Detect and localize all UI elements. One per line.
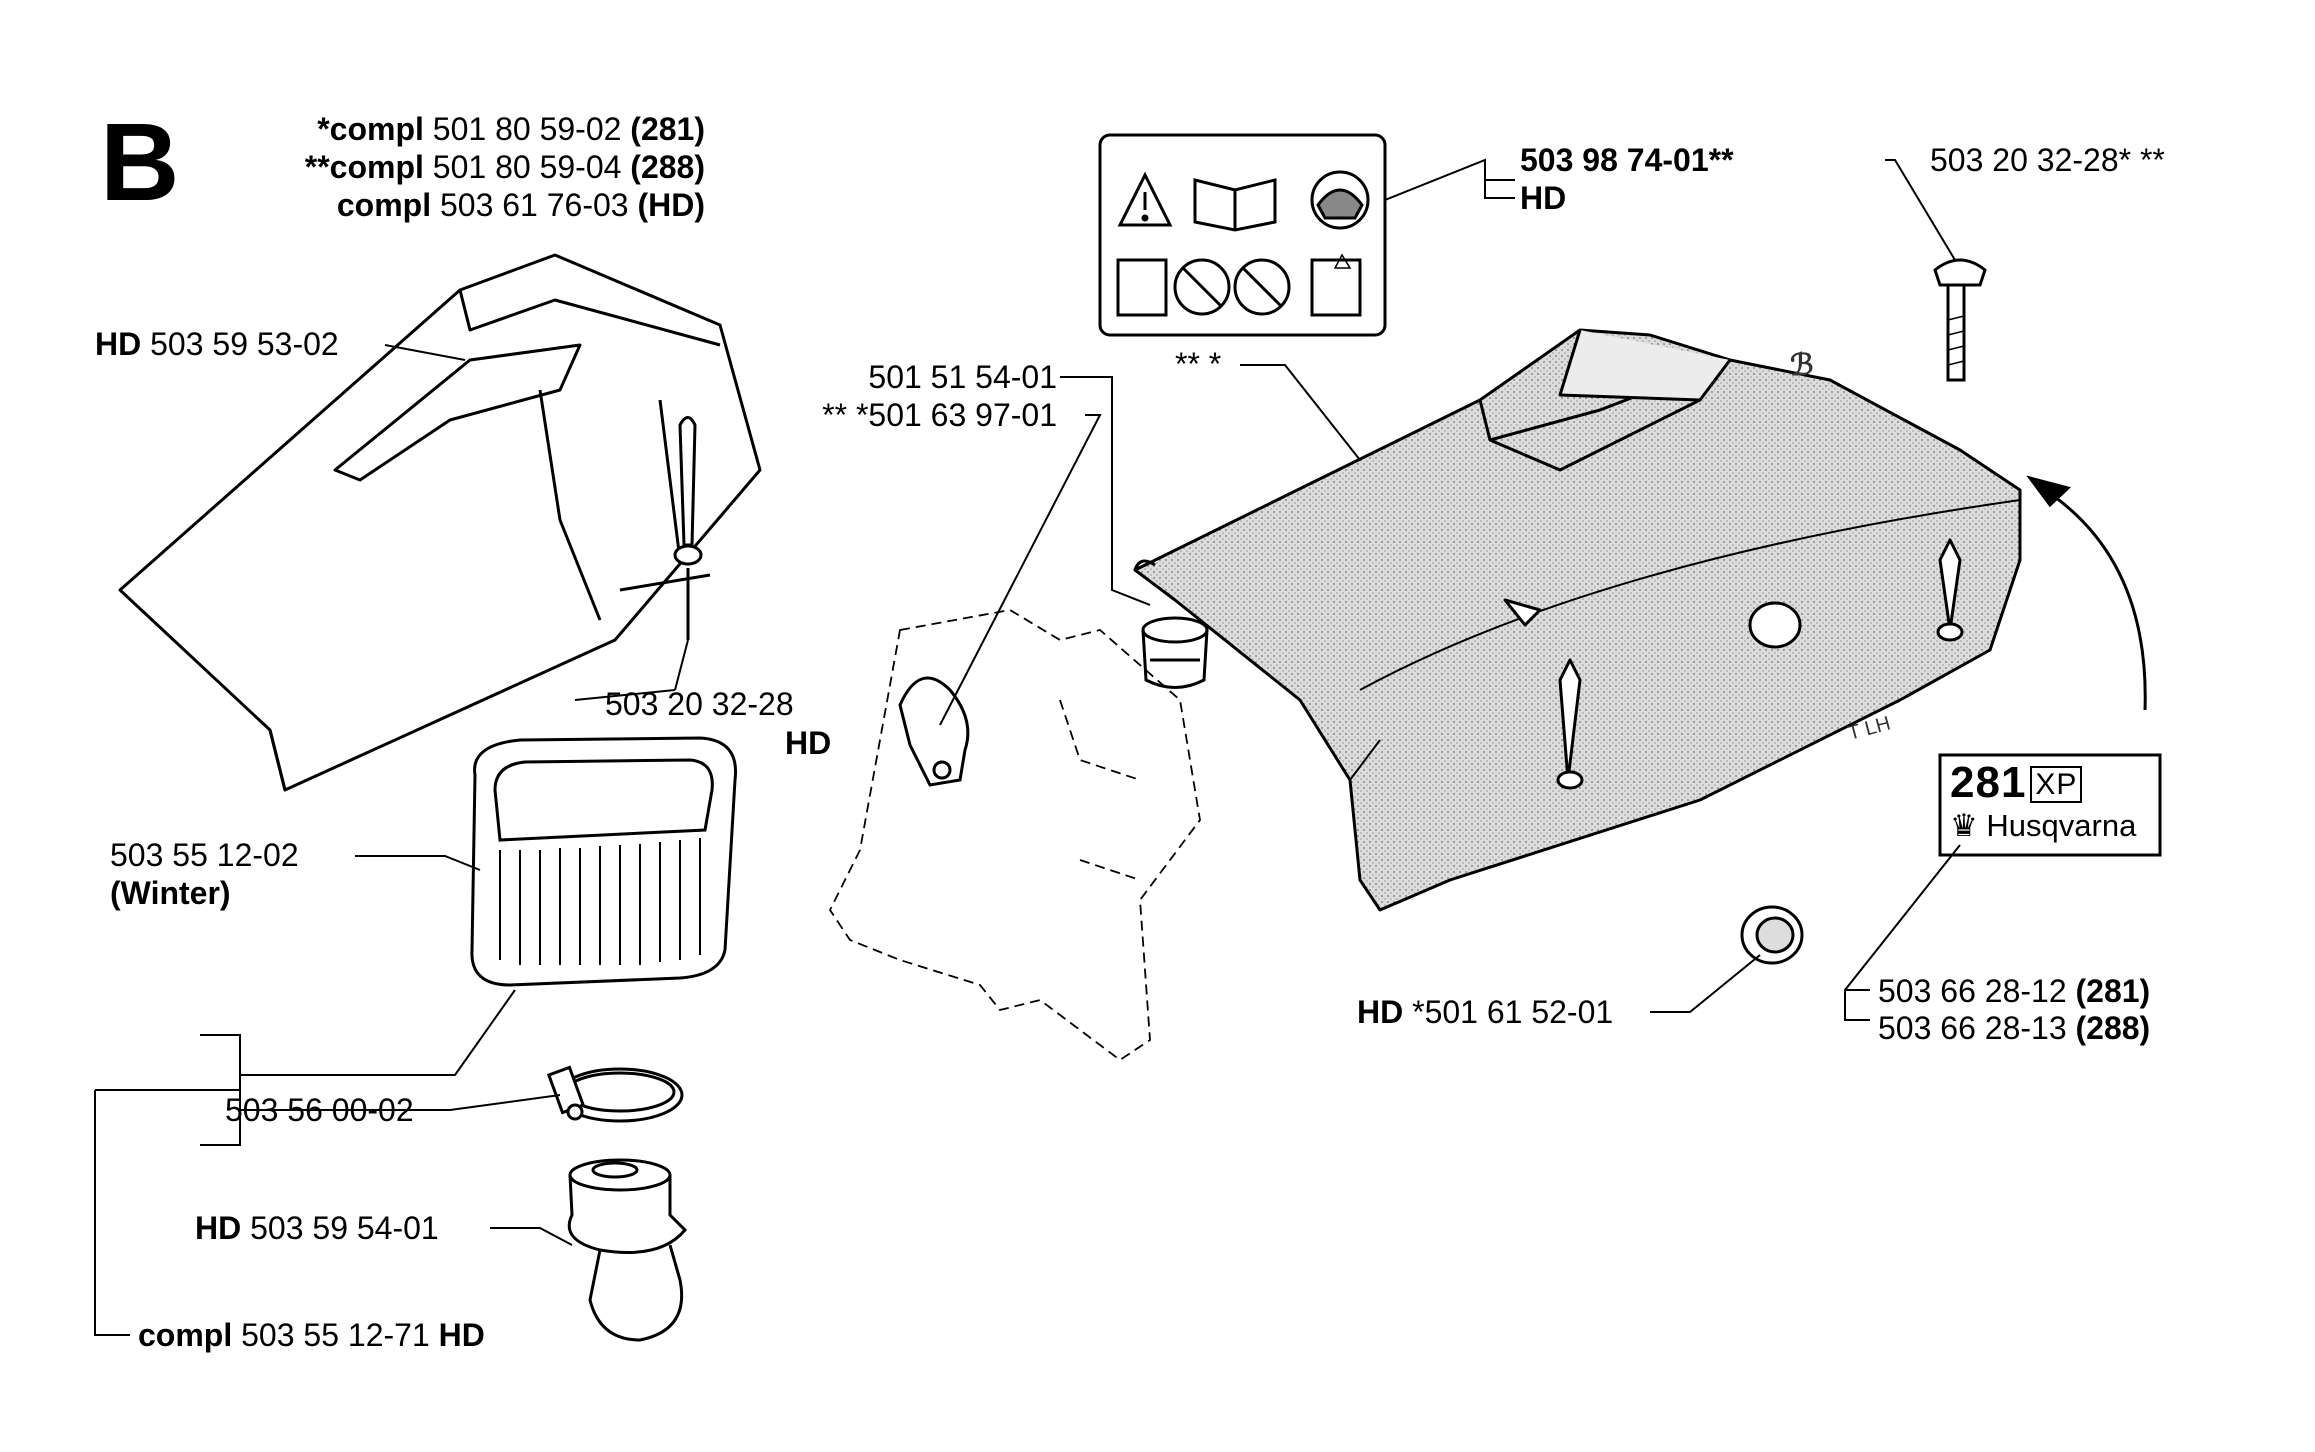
- logo-brand-text: ♛ Husqvarna: [1950, 808, 2136, 844]
- housing-outline: [828, 609, 1201, 1062]
- plug-prefix: HD: [1357, 994, 1404, 1030]
- rubber-plug: [1740, 905, 1804, 965]
- logo-288-number: 503 66 28-13: [1878, 1010, 2067, 1046]
- callout-compl-hd: compl 503 55 12-71 HD: [138, 1316, 485, 1354]
- header-2-prefix: **compl: [304, 149, 424, 185]
- choke-knob: [1141, 616, 1209, 689]
- compl-hd-number: 503 55 12-71: [241, 1317, 430, 1353]
- callout-logo-288: 503 66 28-13 (288): [1878, 1009, 2150, 1047]
- adapter-number: 503 59 54-01: [250, 1210, 439, 1246]
- brand-crown-icon: ♛: [1950, 808, 1978, 843]
- callout-clamp: 503 56 00-02: [225, 1092, 414, 1128]
- header-2-model: (288): [630, 149, 705, 185]
- logo-model-suffix: XP: [2030, 766, 2083, 804]
- air-filter: [470, 736, 738, 987]
- callout-filter-suffix: (Winter): [110, 874, 231, 912]
- compl-hd-suffix: HD: [438, 1317, 485, 1353]
- callout-decal: 503 98 74-01**: [1520, 141, 1734, 179]
- callout-adapter: HD 503 59 54-01: [195, 1209, 439, 1247]
- callout-screw-left-suffix: HD: [785, 724, 831, 762]
- logo-model-number: 281: [1950, 758, 2027, 807]
- decal-suffix: HD: [1520, 180, 1567, 216]
- callout-choke-2: ** *501 63 97-01: [822, 397, 1057, 433]
- logo-288-model: (288): [2075, 1010, 2151, 1046]
- hose-clamp: [546, 1065, 684, 1123]
- callout-screw-left: 503 20 32-28: [605, 686, 794, 722]
- header-3-prefix: compl: [336, 187, 432, 223]
- header-3-model: (HD): [637, 187, 705, 223]
- logo-281-number: 503 66 28-12: [1878, 973, 2067, 1009]
- decal-number: 503 98 74-01**: [1520, 142, 1734, 178]
- callout-filter: 503 55 12-02: [110, 837, 299, 873]
- filter-suffix: (Winter): [110, 875, 231, 911]
- header-2-number: 501 80 59-04: [432, 149, 622, 185]
- plug-number: *501 61 52-01: [1412, 994, 1614, 1030]
- callout-logo-281: 503 66 28-12 (281): [1878, 972, 2150, 1010]
- callout-cover-stars: ** *: [1175, 346, 1222, 382]
- callout-decal-suffix: HD: [1520, 179, 1566, 217]
- header-1-prefix: *compl: [317, 111, 424, 147]
- cylinder-cover: ℬ T LH: [1133, 328, 2022, 912]
- section-letter: B: [100, 101, 180, 224]
- callout-plug: HD *501 61 52-01: [1357, 993, 1613, 1031]
- callout-choke-1: 501 51 54-01: [868, 359, 1057, 395]
- callout-hd-cover: HD 503 59 53-02: [95, 325, 339, 363]
- header-3-number: 503 61 76-03: [439, 187, 629, 223]
- choke-lever: [898, 676, 970, 787]
- hd-cover-number: 503 59 53-02: [150, 326, 339, 362]
- hd-air-cover: [118, 253, 762, 792]
- model-decal: [1938, 753, 2162, 857]
- callout-screw-right: 503 20 32-28* **: [1930, 142, 2165, 178]
- rotation-arrow: [2026, 475, 2147, 711]
- header-line-1: *compl 501 80 59-02 (281): [317, 110, 705, 148]
- compl-hd-prefix: compl: [138, 1317, 233, 1353]
- svg-text:ℬ: ℬ: [1790, 349, 1814, 382]
- cover-screw: [1933, 258, 1987, 382]
- adapter-prefix: HD: [195, 1210, 242, 1246]
- header-1-number: 501 80 59-02: [432, 111, 622, 147]
- warning-decal: [1098, 133, 1387, 337]
- header-1-model: (281): [630, 111, 705, 147]
- screw-left-suffix: HD: [785, 725, 832, 761]
- header-line-3: compl 503 61 76-03 (HD): [337, 186, 705, 224]
- header-line-2: **compl 501 80 59-04 (288): [305, 148, 705, 186]
- logo-brand-name: Husqvarna: [1986, 808, 2137, 843]
- logo-281-model: (281): [2075, 973, 2151, 1009]
- hd-cover-prefix: HD: [95, 326, 142, 362]
- intake-adapter: [567, 1158, 688, 1342]
- leader-lines: [94, 158, 1961, 1336]
